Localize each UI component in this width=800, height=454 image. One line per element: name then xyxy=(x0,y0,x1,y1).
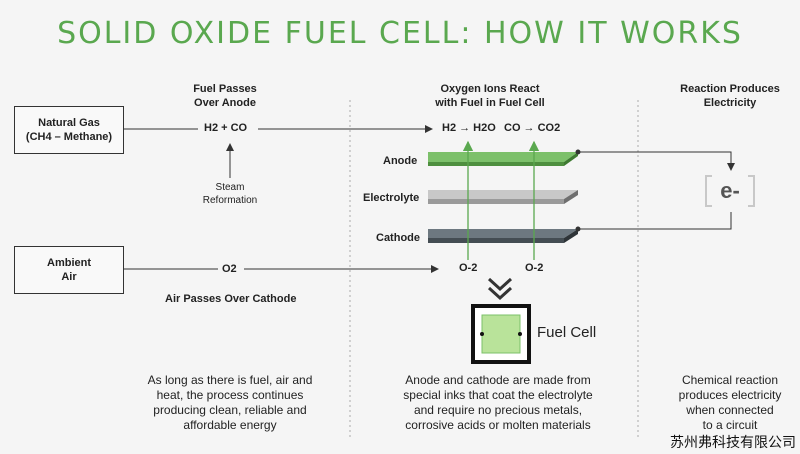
right-heading-line-1: Reaction Produces xyxy=(680,83,780,95)
o2-label: O2 xyxy=(222,263,237,275)
natural-gas-formula: (CH4 – Methane) xyxy=(25,131,113,143)
middle-column-heading: Oxygen Ions React with Fuel in Fuel Cell xyxy=(405,82,575,110)
electrolyte-top xyxy=(428,190,578,199)
steam-reformation-label: Steam Reformation xyxy=(190,181,270,207)
electron-symbol: e- xyxy=(720,178,740,203)
left-description-line-2: heat, the process continues xyxy=(156,388,304,402)
right-description-line-4: to a circuit xyxy=(702,418,758,432)
right-column-heading: Reaction Produces Electricity xyxy=(660,82,800,110)
h2-reaction: H2 → H2O xyxy=(442,122,496,134)
co-reaction: CO → CO2 xyxy=(504,122,561,134)
page-title: SOLID OXIDE FUEL CELL: HOW IT WORKS xyxy=(57,16,743,51)
left-description: As long as there is fuel, air and heat, … xyxy=(130,373,330,433)
middle-description-line-3: and require no precious metals, xyxy=(413,403,583,417)
right-description-line-1: Chemical reaction xyxy=(681,373,779,387)
anode-label: Anode xyxy=(383,155,418,167)
middle-description-line-4: corrosive acids or molten materials xyxy=(405,418,591,432)
anode-front xyxy=(428,162,564,166)
middle-description: Anode and cathode are made from special … xyxy=(382,373,614,433)
ion-label-right: O-2 xyxy=(525,262,544,274)
cathode-top xyxy=(428,229,578,238)
middle-description-line-2: special inks that coat the electrolyte xyxy=(403,388,593,402)
circuit-wire-bottom xyxy=(578,212,732,230)
right-heading-line-2: Electricity xyxy=(703,97,757,109)
right-description-line-2: produces electricity xyxy=(678,388,782,402)
h2-co-label: H2 + CO xyxy=(204,122,248,134)
left-heading-line-1: Fuel Passes xyxy=(193,83,257,95)
chevron-down-icon xyxy=(487,277,513,292)
ambient-air-label-1: Ambient xyxy=(47,257,91,269)
left-description-line-1: As long as there is fuel, air and xyxy=(147,373,313,387)
left-column-heading: Fuel Passes Over Anode xyxy=(160,82,290,110)
left-description-line-4: affordable energy xyxy=(183,418,277,432)
natural-gas-box: Natural Gas (CH4 – Methane) xyxy=(14,106,124,154)
air-caption: Air Passes Over Cathode xyxy=(165,293,297,305)
steam-line-1: Steam xyxy=(215,182,245,193)
electrolyte-front xyxy=(428,199,564,204)
right-description-line-3: when connected xyxy=(686,403,774,417)
left-heading-line-2: Over Anode xyxy=(194,97,256,109)
cathode-front xyxy=(428,238,564,243)
steam-line-2: Reformation xyxy=(202,195,258,206)
electrolyte-label: Electrolyte xyxy=(363,192,420,204)
ion-label-left: O-2 xyxy=(459,262,478,274)
left-description-line-3: producing clean, reliable and xyxy=(153,403,307,417)
natural-gas-label: Natural Gas xyxy=(38,117,100,129)
right-description: Chemical reaction produces electricity w… xyxy=(660,373,800,433)
ambient-air-label-2: Air xyxy=(61,271,77,283)
ambient-air-box: Ambient Air xyxy=(14,246,124,294)
circuit-wire-top xyxy=(578,151,735,171)
company-name: 苏州弗科技有限公司 xyxy=(670,435,796,451)
cathode-label: Cathode xyxy=(376,232,420,244)
fuel-cell-label: Fuel Cell xyxy=(537,324,597,341)
middle-heading-line-2: with Fuel in Fuel Cell xyxy=(435,97,545,109)
middle-description-line-1: Anode and cathode are made from xyxy=(405,373,591,387)
middle-heading-line-1: Oxygen Ions React xyxy=(440,83,540,95)
anode-top xyxy=(428,152,578,162)
